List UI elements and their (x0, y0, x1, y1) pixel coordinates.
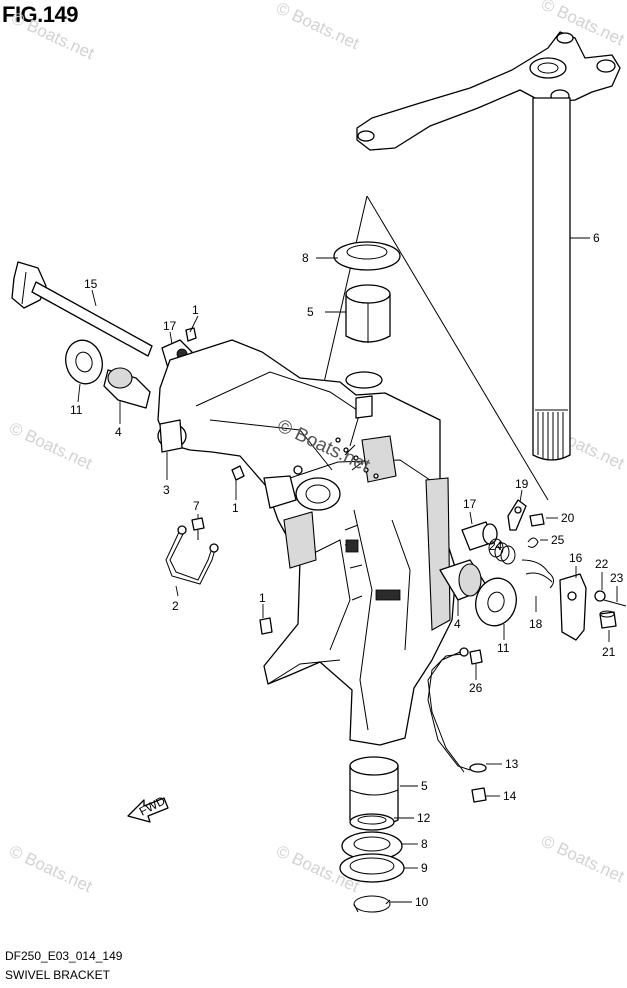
grease-fitting-part-1-middle (231, 465, 245, 481)
shaft-splines (537, 412, 564, 460)
callout-numbers: 1 1 1 2 3 4 4 5 5 6 7 8 8 9 10 11 11 12 … (70, 231, 624, 909)
bushing-part-4-left (103, 367, 151, 409)
watermark-text: © Boats.net (8, 8, 97, 63)
washer-part-11-left (65, 339, 103, 385)
callout-13: 13 (505, 757, 519, 771)
callout-23: 23 (610, 571, 624, 585)
callout-1: 1 (232, 501, 239, 515)
bracket-part-19 (507, 499, 527, 531)
callout-20: 20 (561, 511, 575, 525)
bushing-part-21 (599, 610, 617, 629)
circlip-part-10 (353, 895, 391, 913)
callout-15: 15 (84, 277, 98, 291)
guide-line (366, 195, 549, 501)
callout-8: 8 (421, 837, 428, 851)
callout-26: 26 (469, 681, 483, 695)
callout-12: 12 (417, 811, 431, 825)
callout-leaders (77, 237, 618, 903)
figure-title: FIG.149 (2, 2, 78, 27)
plate-part-3 (159, 419, 183, 453)
clip-part-25 (527, 537, 539, 548)
bolt-part-26 (469, 649, 483, 665)
tilt-pin-part-15 (11, 261, 153, 357)
spring-part-24 (488, 538, 516, 565)
watermark-text: © Boats.net (6, 841, 95, 896)
callout-21: 21 (602, 645, 616, 659)
callout-10: 10 (415, 895, 429, 909)
callout-1: 1 (259, 591, 266, 605)
callout-5: 5 (307, 305, 314, 319)
bolt-part-20 (529, 513, 545, 527)
callout-17: 17 (163, 319, 177, 333)
cable-part-13 (427, 653, 471, 771)
callout-8: 8 (302, 251, 309, 265)
bushing-part-5-lower (349, 756, 399, 827)
callout-4: 4 (454, 617, 461, 631)
callout-9: 9 (421, 861, 428, 875)
bushing-part-5-upper (345, 284, 391, 343)
washer-part-12 (349, 813, 395, 831)
guide-line (319, 195, 368, 401)
callout-25: 25 (551, 533, 565, 547)
watermark-text: © Boats.net (538, 831, 627, 886)
watermark-text: © Boats.net (6, 418, 95, 473)
watermark-text: © Boats.net (273, 0, 362, 53)
washer-part-11-right (475, 577, 517, 627)
callout-5: 5 (421, 779, 428, 793)
bushing-part-4-right (439, 559, 489, 601)
callout-6: 6 (593, 231, 600, 245)
figure-code: DF250_E03_014_149 (5, 949, 123, 963)
cable-terminal (459, 647, 469, 657)
callout-1: 1 (192, 303, 199, 317)
callout-16: 16 (569, 551, 583, 565)
callout-14: 14 (503, 789, 517, 803)
cable-part-13 (427, 651, 465, 773)
steering-shaft-part-6 (356, 31, 621, 461)
callout-7: 7 (193, 499, 200, 513)
watermark-text: © Boats.net (538, 0, 627, 49)
bolt-part-14 (471, 787, 487, 803)
washer-part-9 (339, 853, 405, 883)
lock-spring-part-18 (521, 559, 554, 589)
callout-3: 3 (163, 483, 170, 497)
callout-19: 19 (515, 477, 529, 491)
swivel-bracket-body (157, 339, 457, 746)
pin-part-23 (603, 599, 627, 607)
callout-11: 11 (497, 641, 510, 655)
ground-strap-part-2 (165, 525, 219, 585)
bushing-part-17-right (461, 521, 498, 551)
callout-18: 18 (529, 617, 543, 631)
washer-part-8-upper (333, 241, 401, 271)
callout-22: 22 (595, 557, 609, 571)
callout-11: 11 (70, 403, 83, 417)
grease-fitting-part-1-lower (259, 617, 273, 635)
figure-name: SWIVEL BRACKET (5, 968, 110, 982)
callout-17: 17 (463, 497, 477, 511)
callout-24: 24 (489, 539, 503, 553)
callout-4: 4 (115, 425, 122, 439)
lock-lever-part-16 (559, 573, 587, 641)
forward-direction-arrow: FWD (127, 793, 169, 823)
callout-2: 2 (172, 599, 179, 613)
bolt-part-7 (191, 517, 205, 540)
cable-terminal (469, 763, 487, 773)
washer-part-22 (594, 590, 606, 602)
